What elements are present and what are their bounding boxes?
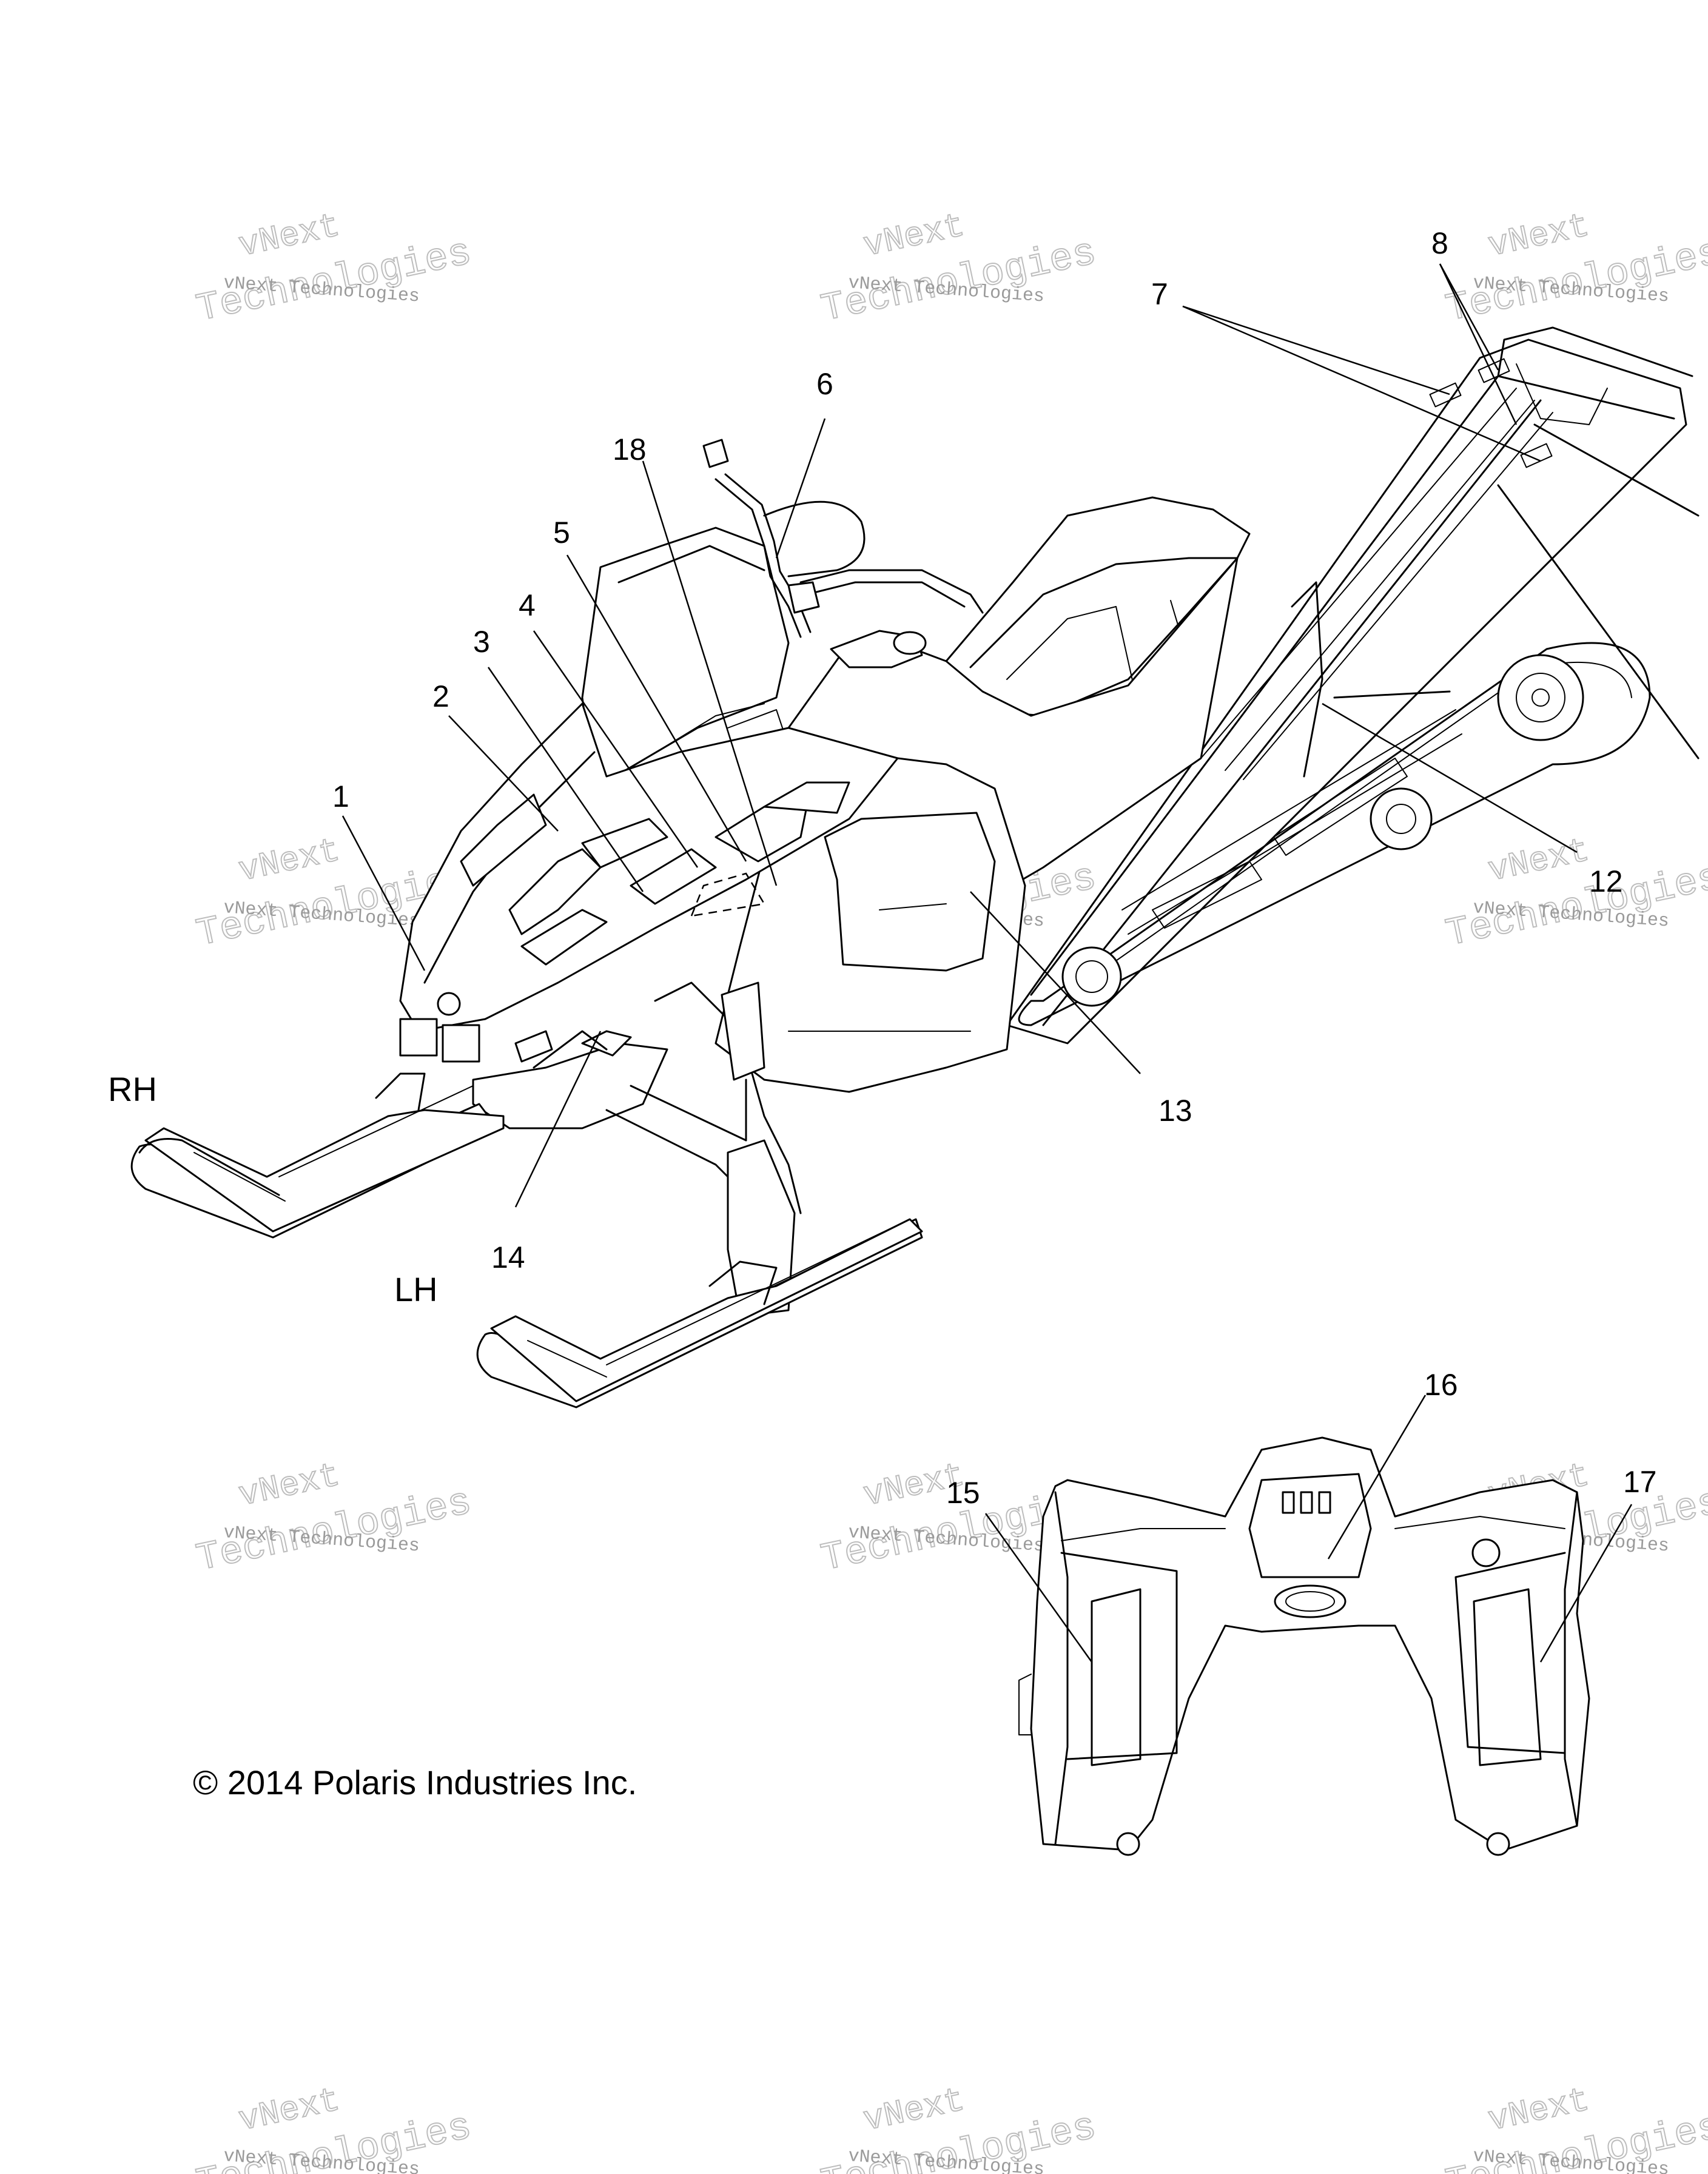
fuel-cap <box>893 631 927 655</box>
leader-13 <box>970 891 1141 1074</box>
idler-wheel <box>1061 946 1122 1007</box>
leader-14 <box>514 1031 602 1208</box>
svg-text:vNext: vNext <box>235 206 343 266</box>
tunnel <box>1006 326 1700 1045</box>
leader-17 <box>1539 1504 1633 1663</box>
watermark: vNext Technologies <box>192 206 476 332</box>
leader-15 <box>984 1513 1093 1663</box>
leader-5 <box>566 554 747 862</box>
svg-text:vNext: vNext <box>235 2081 343 2140</box>
callout-6: 6 <box>816 367 833 401</box>
headlight-lens <box>1274 1584 1347 1618</box>
leader-3 <box>487 667 644 892</box>
headlight-cap <box>437 992 461 1016</box>
watermark: vNext Technologies <box>1442 206 1708 332</box>
leader-12 <box>1322 702 1578 853</box>
hood-detail-illustration <box>1018 1436 1590 1856</box>
leader-7b <box>1182 305 1541 462</box>
svg-text:vNext: vNext <box>860 2081 968 2140</box>
callout-14: 14 <box>491 1240 525 1274</box>
watermark: vNext Technologies <box>1442 830 1708 957</box>
leader-1 <box>341 815 426 971</box>
idler-wheel <box>1497 654 1584 741</box>
callout-7: 7 <box>1151 277 1168 311</box>
callout-5: 5 <box>553 516 570 550</box>
callout-18: 18 <box>613 432 647 466</box>
callout-16: 16 <box>1424 1368 1458 1402</box>
watermark: vNext Technologies <box>192 1455 476 1582</box>
front-suspension <box>533 981 802 1318</box>
copyright-notice: © 2014 Polaris Industries Inc. <box>193 1763 637 1802</box>
callout-12: 12 <box>1589 864 1623 898</box>
leader-16 <box>1327 1395 1427 1560</box>
lh-label: LH <box>394 1270 438 1308</box>
callout-3: 3 <box>473 625 490 659</box>
idler-wheel <box>1370 787 1433 850</box>
callout-1: 1 <box>332 779 349 813</box>
leader-lines <box>341 263 1633 1663</box>
callout-13: 13 <box>1158 1094 1192 1128</box>
leader-4 <box>533 630 699 868</box>
leader-8b <box>1439 263 1518 425</box>
callout-8: 8 <box>1431 226 1448 260</box>
svg-text:vNext: vNext <box>235 831 343 890</box>
lh-ski <box>476 1218 923 1408</box>
leader-8a <box>1439 263 1499 371</box>
track <box>1018 581 1651 1026</box>
rh-label: RH <box>108 1070 157 1108</box>
svg-text:vNext: vNext <box>235 1456 343 1515</box>
svg-text:vNext: vNext <box>860 206 968 266</box>
svg-text:vNext: vNext <box>1485 206 1593 266</box>
snowmobile-illustration <box>130 326 1700 1408</box>
rh-ski <box>130 1072 505 1239</box>
leader-2 <box>448 715 559 832</box>
svg-text:vNext: vNext <box>1485 2081 1593 2140</box>
callout-17: 17 <box>1623 1465 1657 1499</box>
leader-6 <box>775 418 826 559</box>
leader-18 <box>642 460 778 886</box>
callout-labels: 1 2 3 4 5 6 7 8 12 13 14 15 16 17 18 <box>332 226 1657 1510</box>
callout-4: 4 <box>519 588 536 622</box>
callout-15: 15 <box>946 1476 980 1510</box>
leader-7a <box>1182 305 1450 395</box>
watermark: vNext Technologies <box>817 206 1101 332</box>
handlebar <box>702 439 984 638</box>
callout-2: 2 <box>432 679 449 713</box>
svg-text:vNext: vNext <box>1485 831 1593 890</box>
